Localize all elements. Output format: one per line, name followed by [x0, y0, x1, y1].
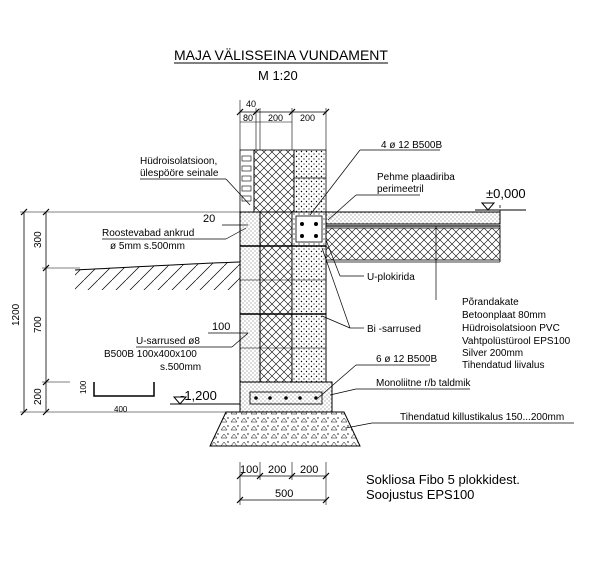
dim-left-200: 200 — [33, 388, 44, 405]
dim-left-700: 700 — [33, 316, 44, 333]
label-gravel: Tihendatud killustikalus 150...200mm — [400, 412, 564, 423]
label-rebar-top: 4 ø 12 B500B — [381, 140, 442, 151]
label-floor-1: Betoonplaat 80mm — [462, 310, 546, 321]
label-hydroinsulation: Hüdroisolatsioon, — [140, 156, 217, 167]
dim-bottom-200b: 200 — [300, 464, 318, 476]
dim-bottom-200a: 200 — [268, 464, 286, 476]
footing — [239, 381, 333, 413]
detail-width: 400 — [114, 405, 128, 414]
level-top: ±0,000 — [486, 186, 526, 201]
label-felt: Pehme plaadiriba — [377, 172, 455, 183]
label-rebar-bottom: 6 ø 12 B500B — [376, 354, 437, 365]
top-dimensions: 40 80 200 200 — [236, 99, 330, 150]
label-floor-title: Põrandakate — [462, 297, 519, 308]
bottom-dimensions: 100 200 200 500 — [236, 462, 330, 505]
right-labels: 4 ø 12 B500B Pehme plaadiriba perimeetri… — [309, 140, 574, 429]
level-bottom: -1,200 — [180, 388, 217, 403]
detail-height: 100 — [79, 380, 88, 394]
dim-top-40: 40 — [246, 99, 256, 109]
level-top-marker: ±0,000 — [475, 186, 526, 211]
dim-top-80: 80 — [243, 113, 253, 123]
dim-bottom-500: 500 — [275, 488, 293, 500]
level-bottom-marker: -1,200 — [170, 388, 240, 405]
note-line-2: Soojustus EPS100 — [366, 487, 474, 502]
u-rebar-detail: 100 400 — [79, 380, 155, 414]
left-dimensions: 1200 300 700 200 — [11, 208, 240, 416]
floor-slab — [325, 205, 501, 263]
label-bi-rebar: Bi -sarrused — [367, 324, 421, 335]
drawing-title: MAJA VÄLISSEINA VUNDAMENT — [174, 47, 388, 63]
label-floor-5: Tihendatud liivalus — [462, 360, 544, 371]
left-labels: Hüdroisolatsioon, ülespööre seinale 20 R… — [102, 156, 251, 373]
label-rebar-u-2: B500B 100x400x100 — [104, 349, 197, 360]
dim-top-200b: 200 — [300, 113, 315, 123]
note-line-1: Sokliosa Fibo 5 plokkidest. — [366, 472, 520, 487]
upper-wall — [239, 149, 327, 213]
label-anchor: Roostevabad ankrud — [102, 228, 194, 239]
label-floor-4: Silver 200mm — [462, 348, 523, 359]
label-felt-2: perimeetril — [377, 184, 424, 195]
dim-left-1200: 1200 — [11, 303, 22, 326]
label-anchor-2: ø 5mm s.500mm — [110, 241, 185, 252]
label-anchor-dim: 20 — [203, 213, 215, 225]
dim-top-200a: 200 — [268, 113, 283, 123]
label-rebar-u: U-sarrused ø8 — [136, 336, 200, 347]
label-floor-2: Hüdroisolatsioon PVC — [462, 323, 560, 334]
label-hydroinsulation-2: ülespööre seinale — [140, 168, 219, 179]
label-footing: Monoliitne r/b taldmik — [376, 378, 471, 389]
dim-bottom-100: 100 — [240, 464, 258, 476]
label-rebar-u-3: s.500mm — [160, 362, 201, 373]
label-rebar-u-dim: 100 — [212, 321, 230, 333]
gravel-bed — [209, 411, 361, 447]
label-floor-3: Vahtpolüstürool EPS100 — [462, 336, 571, 347]
block-wall — [239, 211, 327, 383]
dim-left-300: 300 — [33, 231, 44, 248]
label-u-blocks: U-plokirida — [367, 272, 415, 283]
soil-left — [74, 261, 241, 405]
drawing-scale: M 1:20 — [258, 68, 298, 83]
